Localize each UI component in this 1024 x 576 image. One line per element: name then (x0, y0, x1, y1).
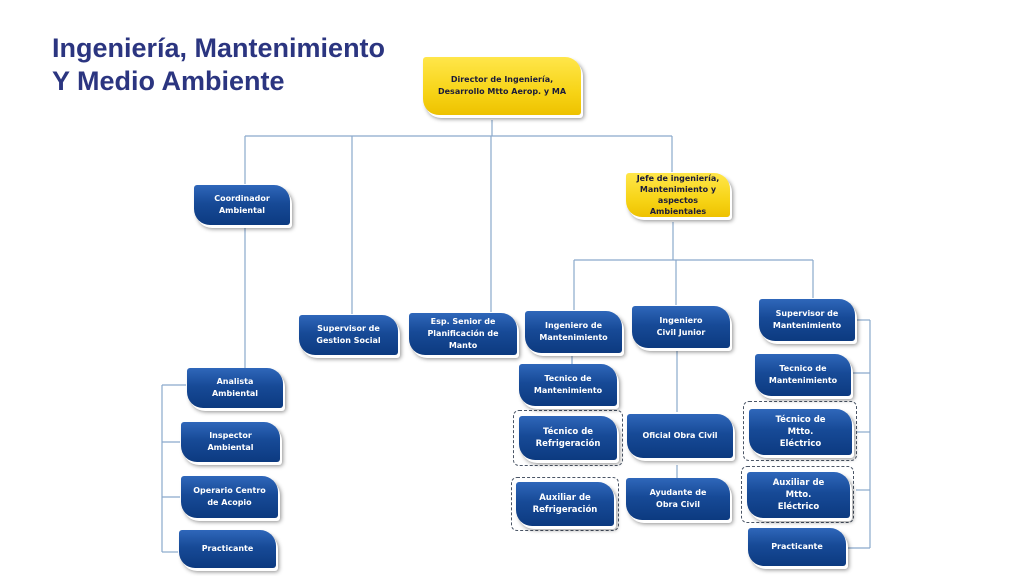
node-tecnico-mantenimiento: Tecnico de Mantenimiento (519, 364, 617, 406)
node-oficial-obra-civil: Oficial Obra Civil (627, 414, 733, 458)
node-analista-ambiental: Analista Ambiental (187, 368, 283, 408)
node-ingeniero-civil-junior: Ingeniero Civil Junior (632, 306, 730, 348)
node-supervisor-gestion-social: Supervisor de Gestion Social (299, 315, 398, 355)
refrigeration-aux-highlight (511, 477, 619, 531)
page-title: Ingeniería, Mantenimiento Y Medio Ambien… (52, 32, 385, 98)
node-director: Director de Ingeniería, Desarrollo Mtto … (423, 57, 581, 115)
node-operario-centro-acopio: Operario Centro de Acopio (181, 476, 278, 518)
node-ayudante-obra-civil: Ayudante de Obra Civil (626, 478, 730, 520)
node-auxiliar-mtto-electrico: Auxiliar de Mtto. Eléctrico (747, 472, 850, 518)
node-practicante-ambiental: Practicante (179, 530, 276, 568)
node-inspector-ambiental: Inspector Ambiental (181, 422, 280, 462)
electrical-aux-highlight (741, 466, 854, 523)
node-practicante-mantenimiento: Practicante (748, 528, 846, 566)
node-coordinador-ambiental: Coordinador Ambiental (194, 185, 290, 225)
node-auxiliar-refrigeracion: Auxiliar de Refrigeración (516, 482, 614, 526)
node-esp-senior-planificacion: Esp. Senior de Planificación de Manto (409, 313, 517, 355)
node-ingeniero-mantenimiento: Ingeniero de Mantenimiento (525, 311, 622, 353)
node-supervisor-mantenimiento: Supervisor de Mantenimiento (759, 299, 855, 341)
node-tecnico-refrigeracion: Técnico de Refrigeración (519, 416, 617, 460)
title-line-1: Ingeniería, Mantenimiento (52, 33, 386, 63)
refrigeration-tech-highlight (513, 410, 623, 466)
node-jefe-ingenieria: Jefe de ingeniería, Mantenimiento y aspe… (626, 173, 730, 217)
title-line-2: Y Medio Ambiente (52, 66, 285, 96)
node-tecnico-mantenimiento-2: Tecnico de Mantenimiento (755, 354, 851, 396)
electrical-tech-highlight (743, 401, 857, 461)
node-tecnico-mtto-electrico: Técnico de Mtto. Eléctrico (749, 409, 852, 455)
